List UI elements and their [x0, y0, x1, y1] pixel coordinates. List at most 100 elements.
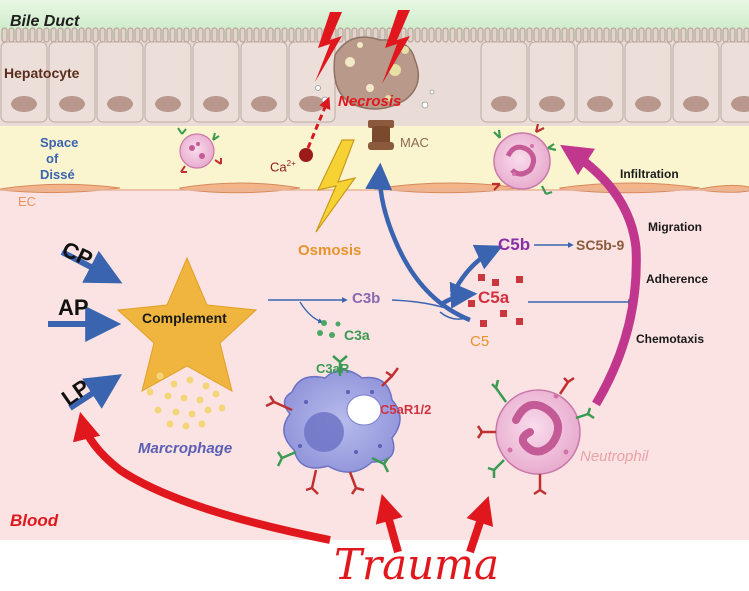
- lp-arrow: [68, 374, 123, 411]
- microvillus: [729, 27, 736, 43]
- hepatocyte-cell: [672, 41, 720, 123]
- microvillus: [456, 27, 463, 43]
- microvillus: [547, 27, 554, 43]
- microvillus: [505, 27, 512, 43]
- microvillus: [197, 27, 204, 43]
- microvillus: [15, 27, 22, 43]
- trauma-to-macrophage-arrow: [375, 493, 403, 554]
- microvillus: [491, 27, 498, 43]
- c3b-label: C3b: [352, 290, 381, 307]
- microvillus: [638, 27, 645, 43]
- calcium-influx-arrow: [306, 96, 331, 149]
- microvillus: [232, 27, 239, 43]
- c5a-fragments: [468, 274, 523, 327]
- complement-granule: [196, 396, 204, 404]
- c5b9-to-mac-arrow: [365, 162, 471, 323]
- microvillus: [652, 27, 659, 43]
- microvillus: [533, 27, 540, 43]
- microvillus: [582, 27, 589, 43]
- macrophage-cell-icon: [265, 355, 401, 495]
- hepatocyte-cell: [96, 41, 144, 123]
- microvillus: [645, 27, 652, 43]
- ec-label: EC: [18, 194, 37, 209]
- microvillus: [561, 27, 568, 43]
- hepatocyte-cell: [144, 41, 192, 123]
- hepatocyte-cell: [576, 41, 624, 123]
- hepatocyte-cell: [720, 41, 749, 123]
- microvillus: [575, 27, 582, 43]
- c5ar-label: C5aR1/2: [380, 402, 432, 417]
- trauma-to-neutrophil-arrow: [466, 496, 494, 554]
- microvillus: [253, 27, 260, 43]
- infiltration-label: Infiltration: [620, 167, 679, 181]
- microvillus: [498, 27, 505, 43]
- c5a-label: C5a: [478, 288, 510, 307]
- microvillus: [106, 27, 113, 43]
- space-label: Space: [40, 135, 79, 150]
- infiltration-arrow: [560, 144, 641, 407]
- microvillus: [50, 27, 57, 43]
- complement-granule: [154, 406, 162, 414]
- c5b-label: C5b: [498, 235, 531, 254]
- complement-granule: [186, 376, 194, 384]
- microvillus: [176, 27, 183, 43]
- complement-granule: [202, 382, 210, 390]
- microvillus: [127, 27, 134, 43]
- microvillus: [183, 27, 190, 43]
- complement-granule: [188, 410, 196, 418]
- microvillus: [274, 27, 281, 43]
- microvillus: [589, 27, 596, 43]
- neutrophil-label: Neutrophil: [580, 448, 649, 465]
- ap-label: AP: [58, 295, 89, 320]
- microvillus: [526, 27, 533, 43]
- microvillus: [22, 27, 29, 43]
- microvillus: [421, 27, 428, 43]
- c3a-branch-arrow: [299, 301, 324, 324]
- microvillus: [512, 27, 519, 43]
- microvillus: [631, 27, 638, 43]
- microvillus: [603, 27, 610, 43]
- microvillus: [568, 27, 575, 43]
- complement-granule: [182, 422, 190, 430]
- mac-label: MAC: [400, 135, 429, 150]
- microvillus: [428, 27, 435, 43]
- microvillus: [477, 27, 484, 43]
- microvillus: [743, 27, 749, 43]
- microvillus: [442, 27, 449, 43]
- complement-granule: [204, 406, 212, 414]
- microvillus: [407, 27, 414, 43]
- microvillus: [519, 27, 526, 43]
- adherence-label: Adherence: [646, 272, 709, 286]
- complement-granule: [172, 408, 180, 416]
- cp-arrow: [60, 249, 123, 284]
- microvillus: [246, 27, 253, 43]
- microvillus: [148, 27, 155, 43]
- complement-granule: [198, 420, 206, 428]
- microvillus: [484, 27, 491, 43]
- microvillus: [71, 27, 78, 43]
- complement-granule: [156, 372, 164, 380]
- blood-region: [0, 190, 749, 540]
- microvillus: [701, 27, 708, 43]
- microvillus: [687, 27, 694, 43]
- hepatocyte-cell: [480, 41, 528, 123]
- c5-label: C5: [470, 333, 490, 350]
- microvillus: [617, 27, 624, 43]
- c3a-dots: [317, 320, 341, 338]
- complement-granule: [146, 388, 154, 396]
- neutrophil-cell-icon: [476, 376, 595, 496]
- microvillus: [267, 27, 274, 43]
- hepatocyte-cell: [528, 41, 576, 123]
- complement-granule: [170, 380, 178, 388]
- microvillus: [36, 27, 43, 43]
- c3a-label: C3a: [344, 327, 370, 343]
- hepatocyte-cell: [0, 41, 48, 123]
- sc5b9-label: SC5b-9: [576, 237, 625, 253]
- microvillus: [610, 27, 617, 43]
- microvillus: [309, 27, 316, 43]
- microvillus: [134, 27, 141, 43]
- microvillus: [666, 27, 673, 43]
- osmosis-label: Osmosis: [298, 242, 362, 259]
